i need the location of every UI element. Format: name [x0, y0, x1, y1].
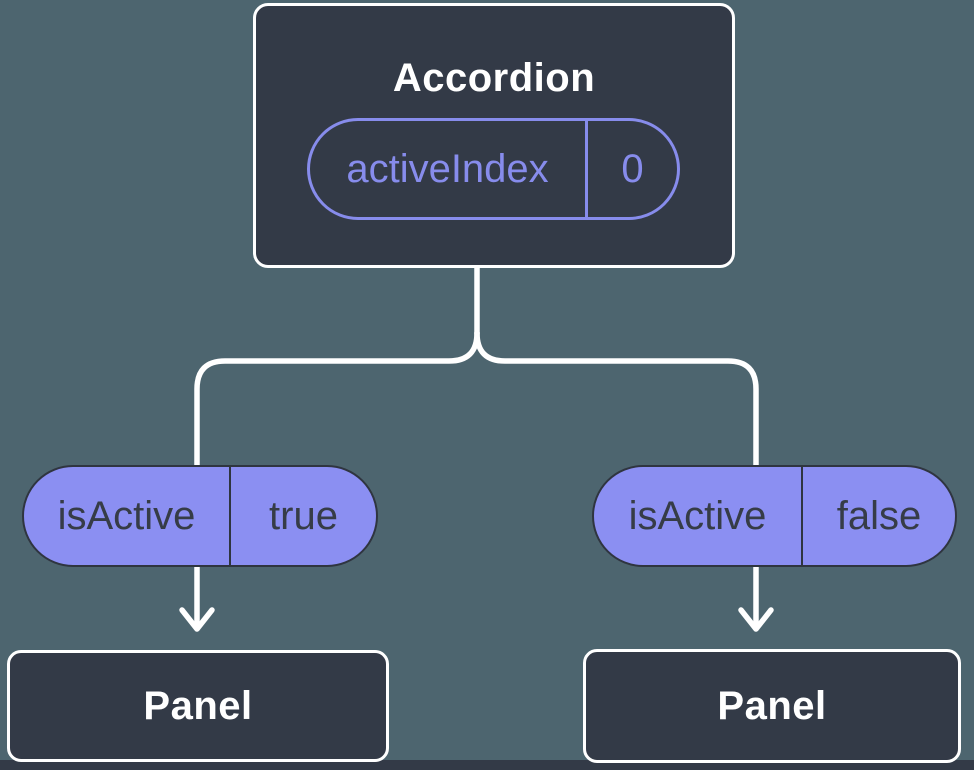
- right-arrowhead-icon: [738, 607, 774, 632]
- fork-left-branch-line: [194, 330, 480, 469]
- panel-node-right: Panel: [583, 649, 961, 763]
- is-active-false-pill: isActive false: [592, 465, 957, 567]
- accordion-node: Accordion activeIndex 0: [253, 3, 735, 268]
- fork-right-branch-line: [474, 330, 759, 469]
- prop-value-label: 0: [585, 121, 677, 217]
- state-name-label: isActive: [628, 493, 767, 538]
- is-active-true-pill: isActive true: [22, 465, 378, 567]
- clipped-bottom-band: [0, 760, 974, 770]
- accordion-node-title: Accordion: [392, 56, 596, 100]
- panel-node-left: Panel: [7, 650, 389, 762]
- panel-node-title: Panel: [717, 683, 827, 728]
- state-name-label: isActive: [57, 493, 196, 538]
- state-value-label: false: [801, 467, 955, 565]
- panel-node-title: Panel: [143, 683, 253, 728]
- active-index-prop-pill: activeIndex 0: [307, 118, 680, 220]
- state-value-label: true: [229, 467, 376, 565]
- left-arrowhead-icon: [179, 607, 215, 632]
- prop-name-label: activeIndex: [346, 146, 549, 191]
